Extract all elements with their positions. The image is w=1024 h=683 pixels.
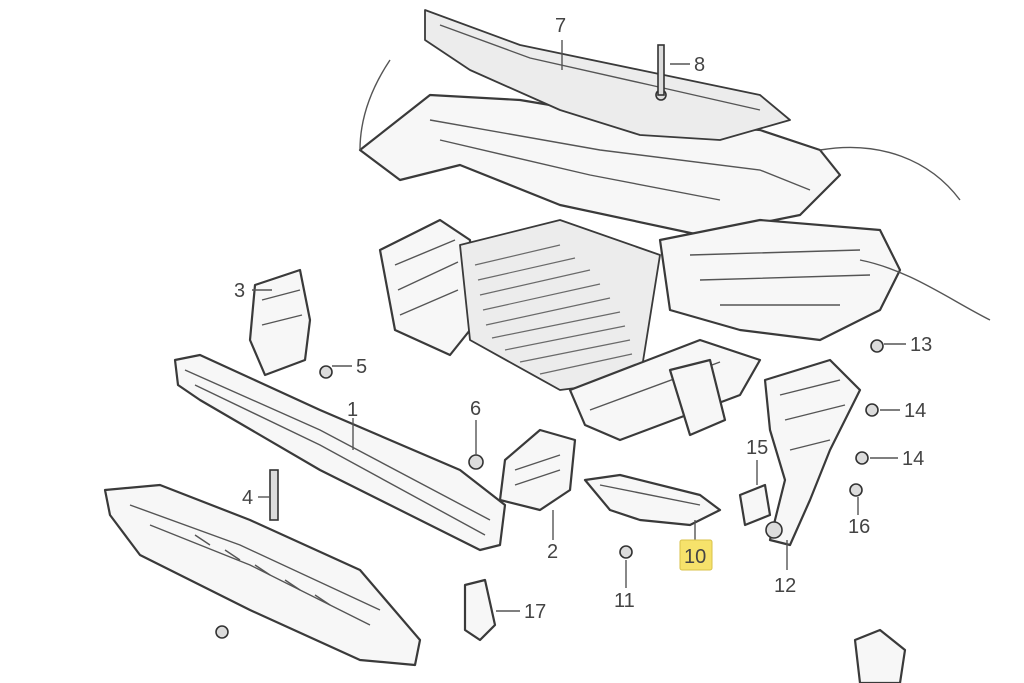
bolt-4 — [269, 469, 279, 521]
callout-17: 17 — [524, 601, 546, 623]
clip-grille — [215, 625, 229, 639]
front-carrier-assembly — [358, 9, 991, 442]
part-1-impact-bar — [173, 353, 507, 552]
callout-labels: 7 8 3 5 1 6 4 2 11 10 12 13 14 14 15 16 … — [234, 15, 932, 623]
part-3-bracket — [248, 268, 312, 377]
partial-part-corner — [853, 628, 907, 683]
nut-5 — [319, 365, 333, 379]
part-10-guide — [583, 473, 722, 527]
callout-8: 8 — [694, 54, 705, 76]
nut-13 — [870, 339, 884, 353]
callout-3: 3 — [234, 280, 245, 302]
leader-lines — [252, 40, 906, 612]
callout-14-lower: 14 — [902, 448, 924, 470]
callout-4: 4 — [242, 487, 253, 509]
bolt-8 — [657, 44, 665, 96]
callout-14-upper: 14 — [904, 400, 926, 422]
callout-10: 10 — [684, 546, 706, 568]
bolt-14a — [865, 403, 879, 417]
callout-12: 12 — [774, 575, 796, 597]
callout-16: 16 — [848, 516, 870, 538]
callout-7: 7 — [555, 15, 566, 37]
callout-6: 6 — [470, 398, 481, 420]
bolt-11 — [619, 545, 633, 559]
bolt-14b — [855, 451, 869, 465]
callout-13: 13 — [910, 334, 932, 356]
part-17-bracket — [463, 578, 497, 642]
lower-grille — [103, 483, 422, 667]
callout-2: 2 — [547, 541, 558, 563]
fastener-12 — [765, 521, 783, 539]
callout-5: 5 — [356, 356, 367, 378]
part-15-clip — [738, 483, 772, 527]
bolt-16 — [849, 483, 863, 497]
fasteners — [215, 44, 884, 639]
bolt-6 — [468, 454, 484, 470]
callout-11: 11 — [614, 590, 635, 612]
callout-10-highlight — [679, 539, 713, 571]
callout-1: 1 — [347, 399, 358, 421]
part-12-bracket — [763, 358, 862, 547]
part-2-bracket — [498, 428, 577, 512]
callout-15: 15 — [746, 437, 768, 459]
